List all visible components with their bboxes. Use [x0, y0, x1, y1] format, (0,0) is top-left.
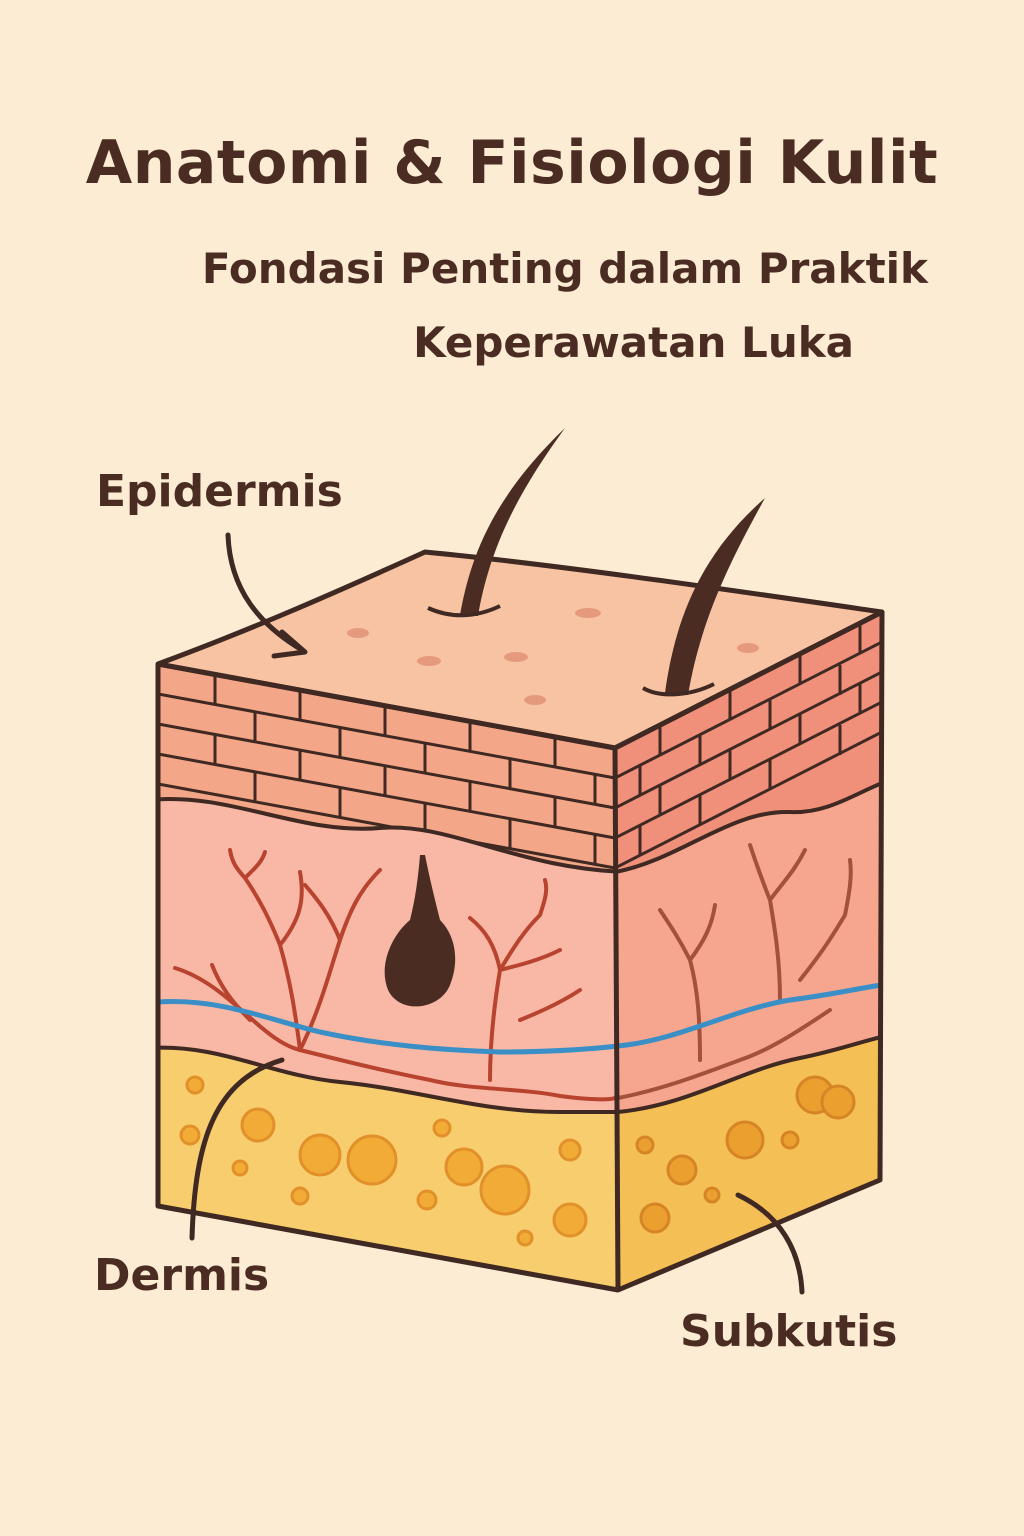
front-face [158, 664, 618, 1290]
page-title: Anatomi & Fisiologi Kulit [85, 128, 939, 198]
hair-strands [427, 428, 765, 697]
side-blood-vessel-blue [617, 982, 882, 1049]
skin-pores [347, 608, 759, 705]
label-dermis: Dermis [94, 1250, 270, 1301]
page-subtitle: Fondasi Penting dalam Praktik Keperawata… [48, 232, 928, 380]
cube-outline [155, 609, 885, 1293]
epidermis-arrow-line [225, 532, 305, 653]
subkutis-leader-line [735, 1192, 805, 1295]
front-blood-vessel-blue [158, 999, 618, 1055]
label-subkutis: Subkutis [680, 1306, 898, 1357]
front-brick-pattern [158, 675, 616, 870]
front-blood-vessels-red [173, 848, 617, 1102]
label-epidermis: Epidermis [96, 466, 343, 517]
subtitle-line-1: Fondasi Penting dalam Praktik [201, 244, 928, 293]
hair-strand-left [460, 428, 565, 616]
hair-strand-right [665, 498, 765, 695]
side-brick-pattern [615, 624, 882, 870]
side-blood-vessels-red [616, 843, 853, 1100]
front-fat-cells [179, 1075, 588, 1247]
subtitle-line-2: Keperawatan Luka [413, 318, 854, 367]
epidermis-arrowhead [271, 629, 308, 659]
dermis-leader-line [189, 1057, 285, 1241]
side-fat-cells [635, 1075, 856, 1234]
hair-follicle-bulb [384, 855, 456, 1007]
label-leader-lines [189, 532, 805, 1295]
